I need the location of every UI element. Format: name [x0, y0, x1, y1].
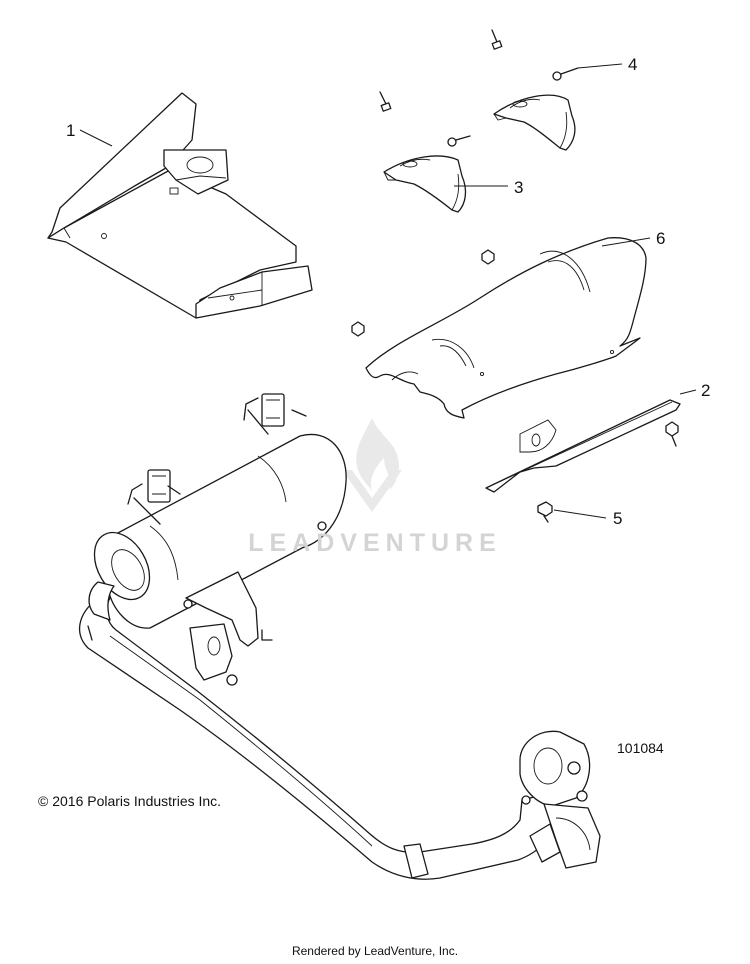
diagram-number: 101084 — [617, 740, 664, 756]
part-2-bracket[interactable] — [485, 399, 681, 493]
copyright-text: © 2016 Polaris Industries Inc. — [38, 793, 222, 809]
part-3-clip-shield-lower[interactable] — [383, 155, 467, 213]
watermark-text: LEADVENTURE — [248, 529, 502, 557]
callout-4: 4 — [628, 55, 637, 74]
nut-upper[interactable] — [481, 249, 495, 265]
part-1-heat-shield[interactable] — [47, 92, 313, 319]
head-pipe[interactable] — [78, 581, 601, 880]
part-5-bolt-right[interactable] — [665, 421, 679, 447]
callout-6: 6 — [656, 229, 665, 248]
callout-2: 2 — [701, 381, 710, 400]
part-6-heat-wrap[interactable] — [365, 237, 647, 419]
part-4-bolt-top[interactable] — [491, 29, 503, 50]
part-5-bolt-lower[interactable] — [537, 501, 553, 523]
callout-1: 1 — [66, 121, 75, 140]
nut-left[interactable] — [351, 321, 365, 337]
callout-3: 3 — [514, 178, 523, 197]
muffler-assembly[interactable] — [83, 393, 347, 686]
callout-5: 5 — [613, 509, 622, 528]
footer-text: Rendered by LeadVenture, Inc. — [291, 944, 459, 958]
watermark-logo-icon — [342, 418, 402, 512]
part-4-bolt-left[interactable] — [379, 91, 392, 112]
part-3-clip-shield-upper[interactable] — [493, 94, 576, 151]
part-4-bolt-right[interactable] — [552, 67, 579, 81]
part-4-bolt-mid[interactable] — [447, 135, 471, 147]
